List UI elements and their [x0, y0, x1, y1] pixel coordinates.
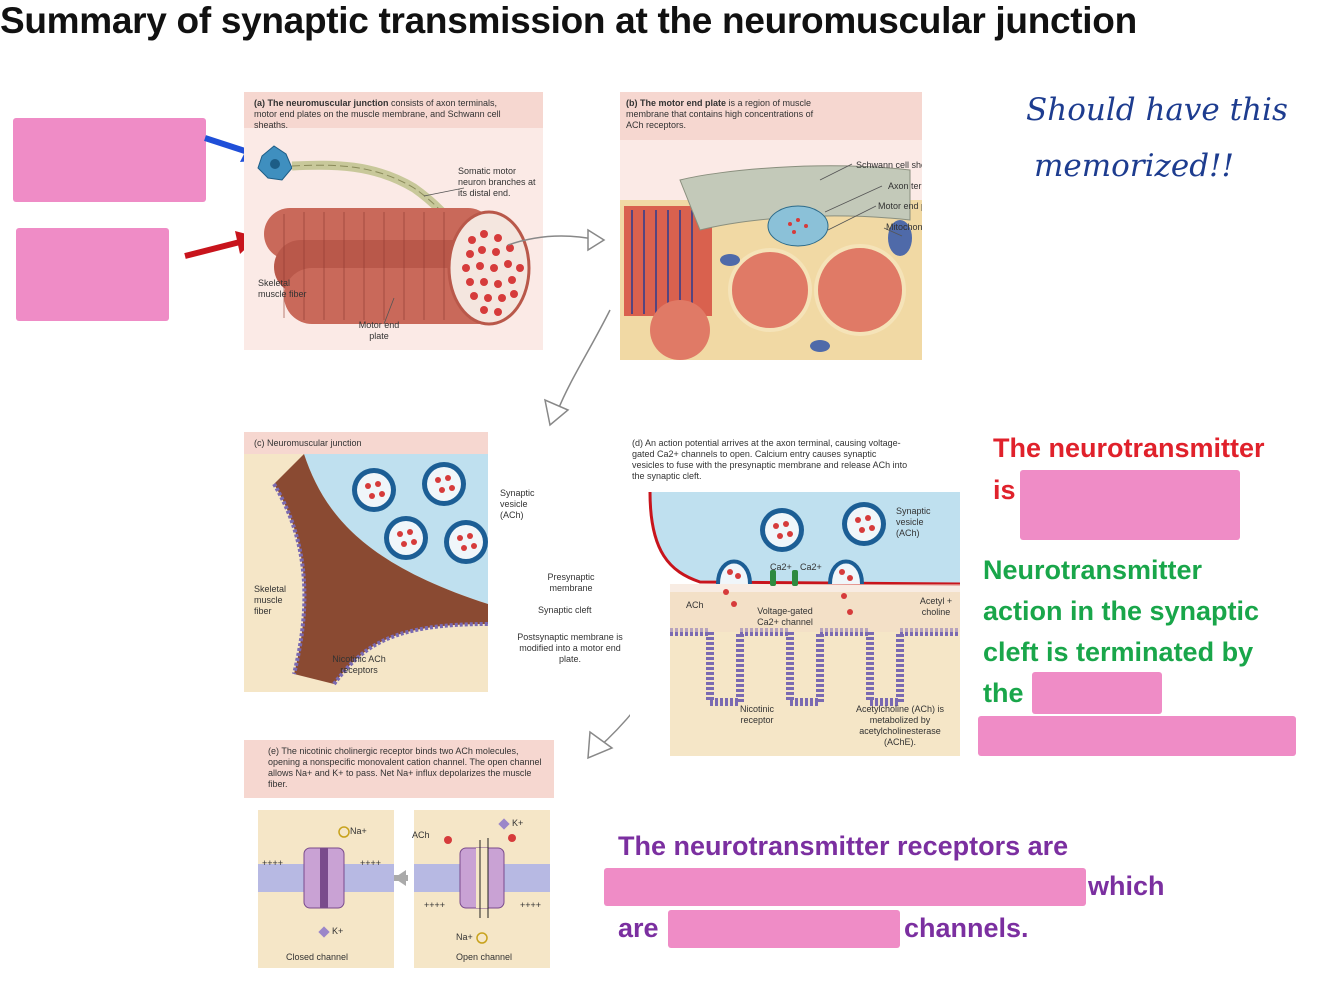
label-ache: Acetylcholine (ACh) is metabolized by ac…	[855, 704, 945, 747]
panel-a-caption: (a) The neuromuscular junction consists …	[254, 98, 501, 130]
panel-b: (b) The motor end plate is a region of m…	[620, 92, 922, 360]
label-open-channel: Open channel	[456, 952, 513, 962]
panel-e-caption: (e) The nicotinic cholinergic receptor b…	[268, 746, 542, 789]
label-skeletal-a: Skeletal muscle fiber	[258, 278, 307, 299]
label-ca-1: Ca2+	[770, 562, 792, 572]
q2-line1: Neurotransmitter	[983, 555, 1203, 585]
page-title: Summary of synaptic transmission at the …	[0, 0, 1137, 41]
q3-channels: channels.	[904, 913, 1029, 943]
answer-mask-terminator-1	[1032, 672, 1162, 714]
panel-b-caption: (b) The motor end plate is a region of m…	[626, 98, 814, 130]
panel-d: (d) An action potential arrives at the a…	[630, 436, 960, 756]
label-skeletal-c: Skeletal muscle fiber	[254, 584, 287, 616]
handwritten-note-line1: Should have this	[1026, 92, 1288, 128]
flow-arrows	[507, 228, 611, 427]
label-ca-2: Ca2+	[800, 562, 822, 572]
label-endplate-a: Motor end plate	[358, 320, 400, 341]
label-vesicle-d: Synaptic vesicle (ACh)	[896, 506, 931, 538]
label-somatic: Somatic motor neuron branches at its dis…	[458, 166, 536, 198]
panel-c-caption: (c) Neuromuscular junction	[254, 438, 362, 448]
q1-line1: The neurotransmitter	[993, 433, 1265, 463]
label-nicotinic-d: Nicotinic receptor	[739, 704, 774, 725]
answer-mask-neuron	[13, 118, 206, 202]
answer-mask-neurotransmitter	[1020, 470, 1240, 540]
panel-d-caption: (d) An action potential arrives at the a…	[632, 438, 908, 481]
label-na-top: Na+	[350, 826, 367, 836]
answer-mask-receptor-type	[604, 868, 1086, 906]
panel-e-illustration	[258, 818, 550, 944]
panel-a: (a) The neuromuscular junction consists …	[244, 92, 543, 350]
panel-a-illustration	[257, 145, 531, 326]
label-k-top: K+	[512, 818, 524, 828]
label-plus-right: ++++	[360, 858, 382, 868]
label-presyn: Presynaptic membrane	[547, 572, 595, 593]
panel-b-illustration	[620, 163, 922, 360]
q3-are: are	[618, 913, 659, 943]
label-schwann: Schwann cell sheath	[856, 160, 922, 170]
label-k-bottom: K+	[332, 926, 344, 936]
q3-which: which	[1088, 871, 1165, 901]
label-plus-left: ++++	[262, 858, 284, 868]
label-vgc: Voltage-gated Ca2+ channel	[757, 606, 813, 627]
answer-mask-muscle	[16, 228, 169, 321]
q2-line4: the	[983, 678, 1024, 708]
answer-mask-terminator-2	[978, 716, 1296, 756]
label-cleft: Synaptic cleft	[538, 605, 592, 615]
label-postsyn: Postsynaptic membrane is modified into a…	[517, 632, 623, 664]
panel-e: (e) The nicotinic cholinergic receptor b…	[244, 740, 554, 972]
q2-line2: action in the synaptic	[983, 596, 1260, 626]
label-na-bottom: Na+	[456, 932, 473, 942]
label-mitochondrion: Mitochondrion	[886, 222, 922, 232]
q2-line3: cleft is terminated by	[983, 637, 1254, 667]
panel-c-illustration	[272, 454, 488, 686]
label-plus-open-bl: ++++	[424, 900, 446, 910]
label-plus-open-br: ++++	[520, 900, 542, 910]
q3-line1: The neurotransmitter receptors are	[618, 831, 1069, 861]
label-closed-channel: Closed channel	[286, 952, 349, 962]
label-ach-e: ACh	[412, 830, 430, 840]
panel-c: (c) Neuromuscular junction Skeletal musc…	[244, 432, 488, 692]
panel-d-illustration	[648, 492, 960, 756]
label-ach-d: ACh	[686, 600, 704, 610]
label-vesicle-c: Synaptic vesicle (ACh)	[500, 488, 535, 520]
label-axon-terminal: Axon terminal	[888, 181, 922, 191]
answer-mask-channel-type	[668, 910, 900, 948]
label-endplate-b: Motor end plate	[878, 201, 922, 211]
handwritten-note-line2: memorized!!	[1034, 148, 1234, 184]
q1-line2: is	[993, 475, 1016, 505]
label-acetylcholine: Acetyl + choline	[919, 596, 953, 617]
label-nicotinic-c: Nicotinic ACh receptors	[332, 654, 386, 675]
